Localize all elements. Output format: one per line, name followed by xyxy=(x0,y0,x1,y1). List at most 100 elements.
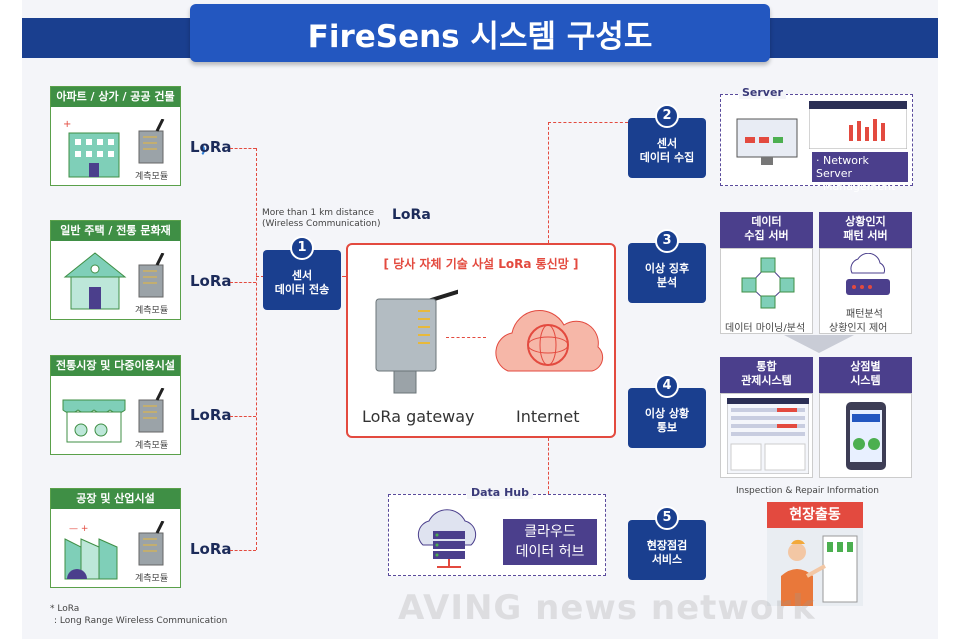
store-system-header: 상점별 시스템 xyxy=(819,357,912,393)
down-arrow-icon xyxy=(784,335,854,353)
cloud-server-icon xyxy=(846,253,890,295)
module-label: 계측모듈 xyxy=(135,306,169,316)
header-line: 관제시스템 xyxy=(741,374,792,387)
site-card-title: 공장 및 산업시설 xyxy=(51,489,180,509)
header-line: 상점별 xyxy=(850,360,881,373)
house-icon xyxy=(63,252,127,310)
gateway-label: LoRa gateway xyxy=(362,407,475,426)
connector-line xyxy=(548,122,628,123)
internet-cloud-icon xyxy=(495,309,604,372)
control-system-header: 통합 관제시스템 xyxy=(720,357,813,393)
network-title: [ 당사 자체 기술 사설 LoRa 통신망 ] xyxy=(383,257,579,271)
lora-label: LoRa xyxy=(190,138,232,156)
connector-line xyxy=(256,148,257,550)
data-mining-caption: 데이터 마이닝/분석 xyxy=(725,323,806,334)
cloud-database-icon xyxy=(417,509,477,568)
technician-illustration xyxy=(767,528,863,606)
module-label: 계측모듈 xyxy=(135,172,169,182)
inspection-caption: Inspection & Repair Information xyxy=(736,486,879,496)
header-line: 데이터 xyxy=(751,215,782,228)
sensor-module-icon xyxy=(138,388,165,433)
connector-line xyxy=(230,416,256,417)
site-card-title: 일반 주택 / 전통 문화재 xyxy=(51,221,180,241)
store-app-panel xyxy=(819,393,912,478)
page-title: FireSens 시스템 구성도 xyxy=(307,18,653,55)
server-box: Server · Network Server · Management xyxy=(720,86,913,193)
svg-text:+: + xyxy=(63,119,71,130)
step-label: 데이터 전송 xyxy=(274,283,330,296)
header-line: 통합 xyxy=(756,360,777,373)
step-label: 현장점검 xyxy=(646,539,688,552)
lora-gateway-icon xyxy=(375,289,458,394)
step-label: 서비스 xyxy=(651,553,683,566)
header-line: 상황인지 xyxy=(845,215,886,228)
distance-note: More than 1 km distance xyxy=(262,208,375,218)
site-card-title: 전통시장 및 다중이용시설 xyxy=(51,356,180,376)
network-nodes-icon xyxy=(741,257,795,309)
server-item: · Network Server xyxy=(816,154,869,180)
signal-wave-icon xyxy=(195,143,205,157)
distance-note-sub: (Wireless Communication) xyxy=(262,219,381,229)
step-label: 분석 xyxy=(656,276,678,289)
cloud-hub-description: 클라우드 데이터 허브 xyxy=(503,519,597,565)
connector-line xyxy=(548,438,549,494)
pattern-server-header: 상황인지 패턴 서버 xyxy=(819,212,912,248)
site-card-title: 아파트 / 상가 / 공공 건물 xyxy=(51,87,180,107)
control-dashboard-panel xyxy=(720,393,813,478)
watermark: AVING news network xyxy=(398,588,816,628)
svg-text:— +: — + xyxy=(69,524,88,534)
internet-label: Internet xyxy=(516,407,580,426)
step-number: 4 xyxy=(655,374,679,398)
step-number: 3 xyxy=(655,229,679,253)
lora-label: LoRa xyxy=(190,406,232,424)
step-5-box: 5 현장점검 서비스 xyxy=(628,506,706,580)
step-label: 이상 상황 xyxy=(644,407,690,420)
site-card-house: 일반 주택 / 전통 문화재 계측모듈 xyxy=(50,220,181,320)
dashboard-screenshot-icon xyxy=(727,398,809,474)
connector-line xyxy=(342,276,348,277)
data-hub-label: Data Hub xyxy=(467,486,533,499)
lora-network-box: [ 당사 자체 기술 사설 LoRa 통신망 ] LoRa gateway In… xyxy=(346,243,616,438)
header-line: 수집 서버 xyxy=(744,229,789,242)
data-collection-server-header: 데이터 수집 서버 xyxy=(720,212,813,248)
lora-label: LoRa xyxy=(392,207,431,223)
step-number: 5 xyxy=(655,506,679,530)
header-line: 시스템 xyxy=(850,374,881,387)
connector-line xyxy=(256,276,264,277)
step-4-box: 4 이상 상황 통보 xyxy=(628,374,706,448)
connector-line xyxy=(230,550,256,551)
sensor-module-icon xyxy=(138,521,165,566)
sensor-module-icon xyxy=(138,119,165,164)
pattern-analysis-panel: 패턴분석 상황인지 제어 xyxy=(819,248,912,334)
data-hub-box: Data Hub 클라우드 데이터 허브 xyxy=(388,486,606,576)
step-3-box: 3 이상 징후 분석 xyxy=(628,229,706,303)
server-label: Server xyxy=(739,86,786,99)
step-label: 이상 징후 xyxy=(644,262,690,275)
connector-line xyxy=(230,148,256,149)
step-number: 1 xyxy=(290,236,314,260)
data-mining-panel: 데이터 마이닝/분석 xyxy=(720,248,813,334)
header-line: 패턴 서버 xyxy=(843,229,888,242)
monitor-icon xyxy=(736,118,798,165)
step-label: 통보 xyxy=(656,421,678,434)
step-1-box: 1 센서 데이터 전송 xyxy=(263,236,341,310)
site-card-apartment: 아파트 / 상가 / 공공 건물 + 계측모듈 xyxy=(50,86,181,186)
footnote-detail: : Long Range Wireless Communication xyxy=(54,616,228,626)
server-description: · Network Server · Management xyxy=(812,152,908,193)
factory-icon: — + xyxy=(64,524,118,580)
connector-line xyxy=(230,282,256,283)
pattern-caption: 상황인지 제어 xyxy=(829,323,888,334)
step-2-box: 2 센서 데이터 수집 xyxy=(628,104,706,178)
tablet-app-icon xyxy=(846,402,886,470)
server-item: · Management xyxy=(816,180,896,193)
site-card-market: 전통시장 및 다중이용시설 계측모듈 xyxy=(50,355,181,455)
footnote: * LoRa xyxy=(50,604,80,614)
dashboard-screen-icon xyxy=(809,101,907,149)
module-label: 계측모듈 xyxy=(135,441,169,451)
connector-line xyxy=(446,337,486,338)
module-label: 계측모듈 xyxy=(135,574,169,584)
dispatch-badge: 현장출동 xyxy=(767,502,863,528)
lora-label: LoRa xyxy=(190,272,232,290)
connector-line xyxy=(548,122,549,243)
title-banner: FireSens 시스템 구성도 xyxy=(190,4,770,62)
